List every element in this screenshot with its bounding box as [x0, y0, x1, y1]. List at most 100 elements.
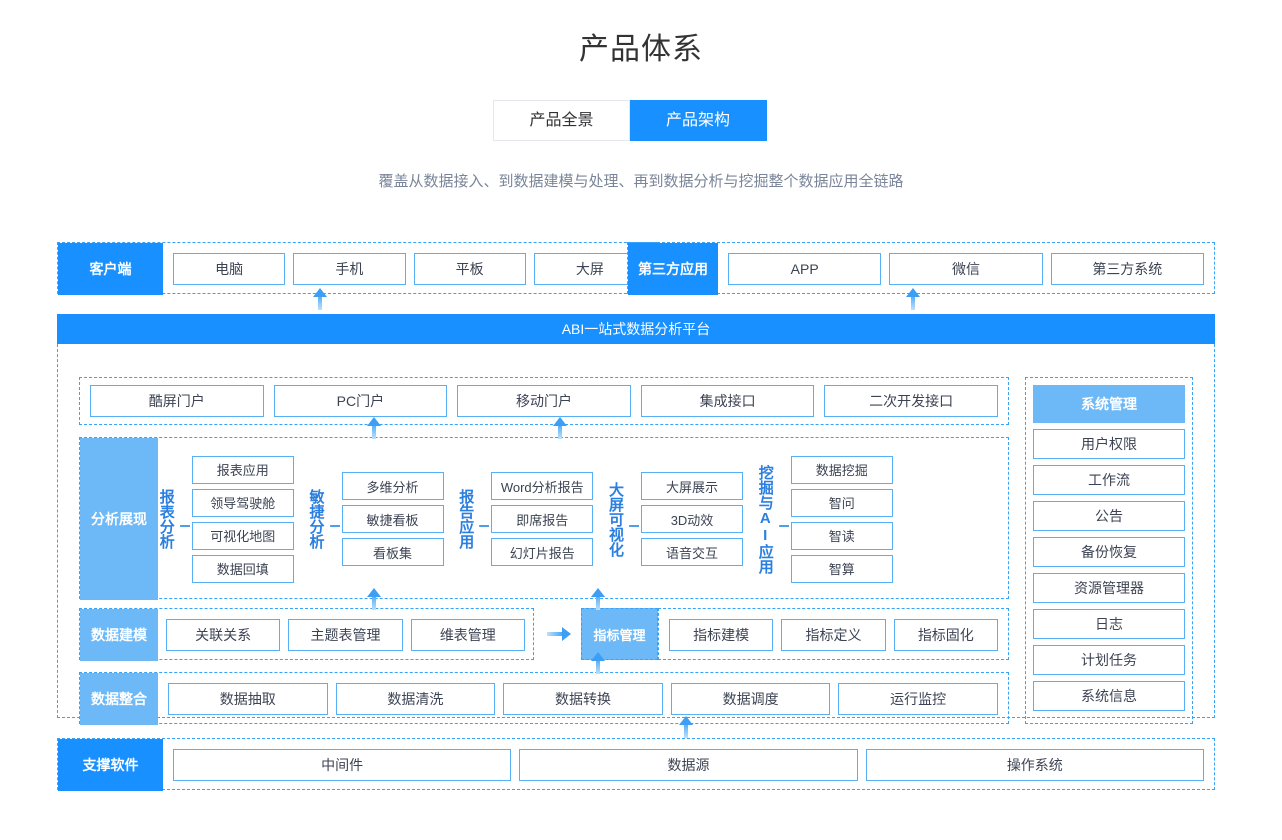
chip-operating-system[interactable]: 操作系统	[865, 749, 1204, 781]
chip-wechat[interactable]: 微信	[889, 253, 1043, 285]
arrow-up-metric-to-analysis-icon	[591, 588, 605, 610]
modeling-items: 关联关系 主题表管理 维表管理	[158, 609, 533, 661]
page-subtitle: 覆盖从数据接入、到数据建模与处理、再到数据分析与挖掘整个数据应用全链路	[378, 173, 904, 190]
chip-third-party-system[interactable]: 第三方系统	[1050, 253, 1204, 285]
chip-word-report[interactable]: Word分析报告	[491, 472, 594, 500]
chip-data-extract[interactable]: 数据抽取	[168, 683, 328, 715]
arrow-up-modeling-to-analysis-icon	[367, 588, 381, 610]
chip-mobile[interactable]: 手机	[293, 253, 406, 285]
group-mining-ai: 挖掘与AI应用 数据挖掘 智问 智读 智算	[757, 438, 893, 600]
chip-smart-read[interactable]: 智读	[790, 521, 893, 550]
tab-product-architecture[interactable]: 产品架构	[630, 100, 767, 141]
chip-agile-dashboard[interactable]: 敏捷看板	[341, 505, 444, 533]
chip-report-app[interactable]: 报表应用	[191, 455, 294, 484]
sysadmin-label: 系统管理	[1033, 385, 1185, 423]
chip-scheduled-task[interactable]: 计划任务	[1033, 645, 1185, 675]
chip-multidim-analysis[interactable]: 多维分析	[341, 472, 444, 500]
chip-pc-portal[interactable]: PC门户	[273, 385, 448, 417]
integration-row-label: 数据整合	[80, 673, 158, 725]
analysis-groups: 报表分析 报表应用 领导驾驶舱 可视化地图 数据回填 敏捷分析	[158, 438, 1008, 600]
chip-data-transform[interactable]: 数据转换	[503, 683, 663, 715]
chip-tablet[interactable]: 平板	[413, 253, 526, 285]
analysis-row: 分析展现 报表分析 报表应用 领导驾驶舱 可视化地图 数据回填 敏捷分析	[79, 437, 1009, 600]
chip-announcement[interactable]: 公告	[1033, 501, 1185, 531]
tab-product-panorama[interactable]: 产品全景	[493, 100, 630, 141]
group-report-application-label: 报告应用	[457, 489, 475, 549]
chip-bigscreen-display[interactable]: 大屏展示	[641, 472, 743, 500]
chip-smart-compute[interactable]: 智算	[790, 554, 893, 583]
chip-data-mining[interactable]: 数据挖掘	[790, 455, 893, 484]
modeling-row-label: 数据建模	[80, 609, 158, 661]
arrow-up-analysis-to-portal-icon	[367, 417, 381, 439]
group-bigscreen-visualization-items: 大屏展示 3D动效 语音交互	[641, 472, 743, 566]
arrow-up-to-third-party-icon	[906, 288, 920, 310]
chip-subject-table-mgmt[interactable]: 主题表管理	[288, 619, 403, 651]
modeling-row: 数据建模 关联关系 主题表管理 维表管理 指标管理 指标建模 指标定义 指标固化	[79, 608, 1009, 661]
chip-leader-cockpit[interactable]: 领导驾驶舱	[191, 488, 294, 517]
support-band-label: 支撑软件	[58, 739, 163, 791]
chip-dimension-table-mgmt[interactable]: 维表管理	[410, 619, 525, 651]
chip-visual-map[interactable]: 可视化地图	[191, 521, 294, 550]
support-items: 中间件 数据源 操作系统	[163, 739, 1214, 791]
group-mining-ai-label: 挖掘与AI应用	[756, 464, 774, 574]
group-bigscreen-visualization-label: 大屏可视化	[607, 481, 624, 557]
chip-data-clean[interactable]: 数据清洗	[335, 683, 496, 715]
group-report-analysis-items: 报表应用 领导驾驶舱 可视化地图 数据回填	[191, 455, 294, 583]
arrow-up-support-to-platform-icon	[679, 716, 693, 738]
arrow-right-to-metric-icon	[547, 627, 571, 641]
arrow-up-report-to-portal-icon	[553, 417, 567, 439]
chip-metric-modeling[interactable]: 指标建模	[669, 619, 774, 651]
chip-3d-effects[interactable]: 3D动效	[641, 505, 743, 533]
chip-datasource[interactable]: 数据源	[519, 749, 858, 781]
platform-banner: ABI一站式数据分析平台	[57, 314, 1215, 344]
chip-runtime-monitor[interactable]: 运行监控	[838, 683, 998, 715]
group-bigscreen-visualization: 大屏可视化 大屏展示 3D动效 语音交互	[607, 438, 743, 600]
group-report-analysis-label: 报表分析	[157, 489, 175, 549]
chip-user-permission[interactable]: 用户权限	[1033, 429, 1185, 459]
metric-items-container: 指标建模 指标定义 指标固化	[658, 608, 1009, 660]
chip-integration-api[interactable]: 集成接口	[640, 385, 815, 417]
chip-workflow[interactable]: 工作流	[1033, 465, 1185, 495]
chip-voice-interaction[interactable]: 语音交互	[641, 538, 743, 566]
chip-dashboard-set[interactable]: 看板集	[341, 538, 444, 566]
chip-system-info[interactable]: 系统信息	[1033, 681, 1185, 711]
client-band: 客户端 电脑 手机 平板 大屏	[57, 242, 657, 295]
third-party-items: APP 微信 第三方系统	[718, 243, 1214, 295]
chip-metric-solidify[interactable]: 指标固化	[893, 619, 998, 651]
chip-adhoc-report[interactable]: 即席报告	[491, 505, 594, 533]
chip-smart-ask[interactable]: 智问	[790, 488, 893, 517]
integration-items: 数据抽取 数据清洗 数据转换 数据调度 运行监控	[158, 673, 1008, 725]
view-tabs: 产品全景 产品架构	[493, 100, 767, 141]
chip-data-schedule[interactable]: 数据调度	[670, 683, 831, 715]
metric-items: 指标建模 指标定义 指标固化	[659, 609, 1008, 661]
metric-management-box[interactable]: 指标管理	[581, 608, 658, 660]
client-items: 电脑 手机 平板 大屏	[163, 243, 656, 295]
chip-metric-definition[interactable]: 指标定义	[781, 619, 886, 651]
chip-data-writeback[interactable]: 数据回填	[191, 554, 294, 583]
page-title: 产品体系	[579, 33, 703, 66]
chip-pc[interactable]: 电脑	[173, 253, 286, 285]
chip-app[interactable]: APP	[728, 253, 882, 285]
chip-resource-manager[interactable]: 资源管理器	[1033, 573, 1185, 603]
chip-secondary-dev-api[interactable]: 二次开发接口	[824, 385, 998, 417]
chip-cool-screen-portal[interactable]: 酷屏门户	[90, 385, 264, 417]
chip-mobile-portal[interactable]: 移动门户	[457, 385, 631, 417]
group-agile-analysis-items: 多维分析 敏捷看板 看板集	[341, 472, 444, 566]
group-report-application-items: Word分析报告 即席报告 幻灯片报告	[491, 472, 594, 566]
third-party-band-label: 第三方应用	[628, 243, 718, 295]
platform-container: ABI一站式数据分析平台 酷屏门户 PC门户 移动门户 集成接口 二次开发接口 …	[57, 314, 1215, 725]
group-report-analysis: 报表分析 报表应用 领导驾驶舱 可视化地图 数据回填	[158, 438, 294, 600]
portal-row: 酷屏门户 PC门户 移动门户 集成接口 二次开发接口	[79, 377, 1009, 425]
chip-backup-restore[interactable]: 备份恢复	[1033, 537, 1185, 567]
chip-relationship[interactable]: 关联关系	[166, 619, 281, 651]
group-agile-analysis-label: 敏捷分析	[307, 489, 325, 549]
group-agile-analysis: 敏捷分析 多维分析 敏捷看板 看板集	[308, 438, 444, 600]
chip-log[interactable]: 日志	[1033, 609, 1185, 639]
support-band: 支撑软件 中间件 数据源 操作系统	[57, 738, 1215, 791]
chip-middleware[interactable]: 中间件	[173, 749, 512, 781]
arrow-up-to-client-icon	[313, 288, 327, 310]
platform-inner: 酷屏门户 PC门户 移动门户 集成接口 二次开发接口 分析展现 报表分析 报表应…	[58, 345, 1214, 725]
chip-slide-report[interactable]: 幻灯片报告	[491, 538, 594, 566]
third-party-band: 第三方应用 APP 微信 第三方系统	[627, 242, 1215, 295]
